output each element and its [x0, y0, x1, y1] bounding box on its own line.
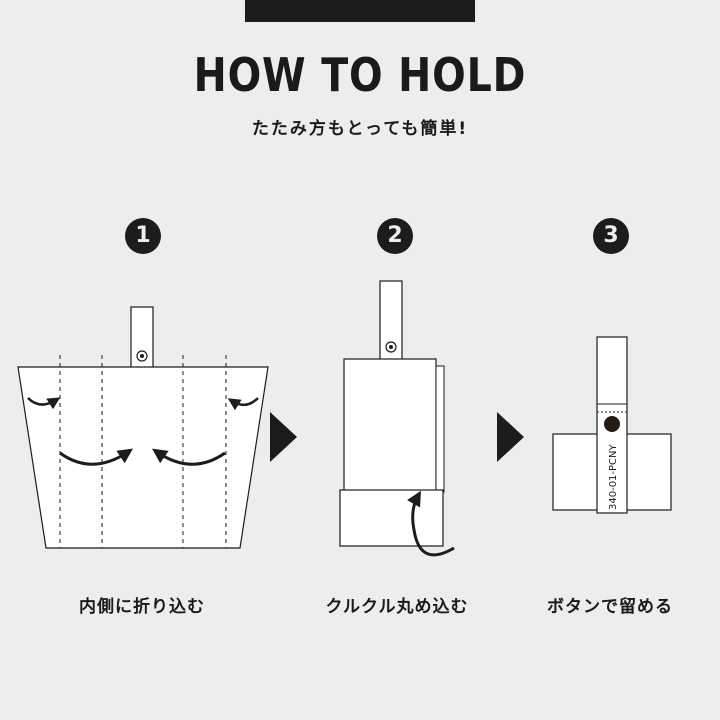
curved-arrow-icon — [407, 490, 455, 557]
arrow-right-icon — [497, 412, 524, 462]
curved-arrow-icon — [227, 397, 259, 411]
step-1-bag-illustration — [17, 306, 269, 549]
step-1-number: 1 — [125, 218, 161, 254]
bag-body — [17, 366, 269, 549]
button-snap-icon — [604, 416, 620, 432]
step-2-number: 2 — [377, 218, 413, 254]
product-code-label: 340-01-PCNY — [608, 443, 619, 510]
arrow-right-icon — [270, 412, 297, 462]
curved-arrow-icon — [27, 397, 61, 410]
step-3-bag-illustration: 340-01-PCNY — [552, 336, 672, 514]
step-1-caption: 内側に折り込む — [79, 597, 205, 617]
top-banner-bar — [245, 0, 475, 22]
step-2-bag-illustration — [339, 280, 455, 557]
step-2-caption: クルクル丸め込む — [325, 597, 469, 617]
page-subtitle: たたみ方もとっても簡単! — [251, 119, 469, 139]
curved-arrow-icon — [152, 448, 226, 466]
step-3-number: 3 — [593, 218, 629, 254]
step-3-caption: ボタンで留める — [547, 597, 673, 617]
page-title: HOW TO HOLD — [193, 48, 527, 102]
curved-arrow-icon — [59, 448, 133, 466]
